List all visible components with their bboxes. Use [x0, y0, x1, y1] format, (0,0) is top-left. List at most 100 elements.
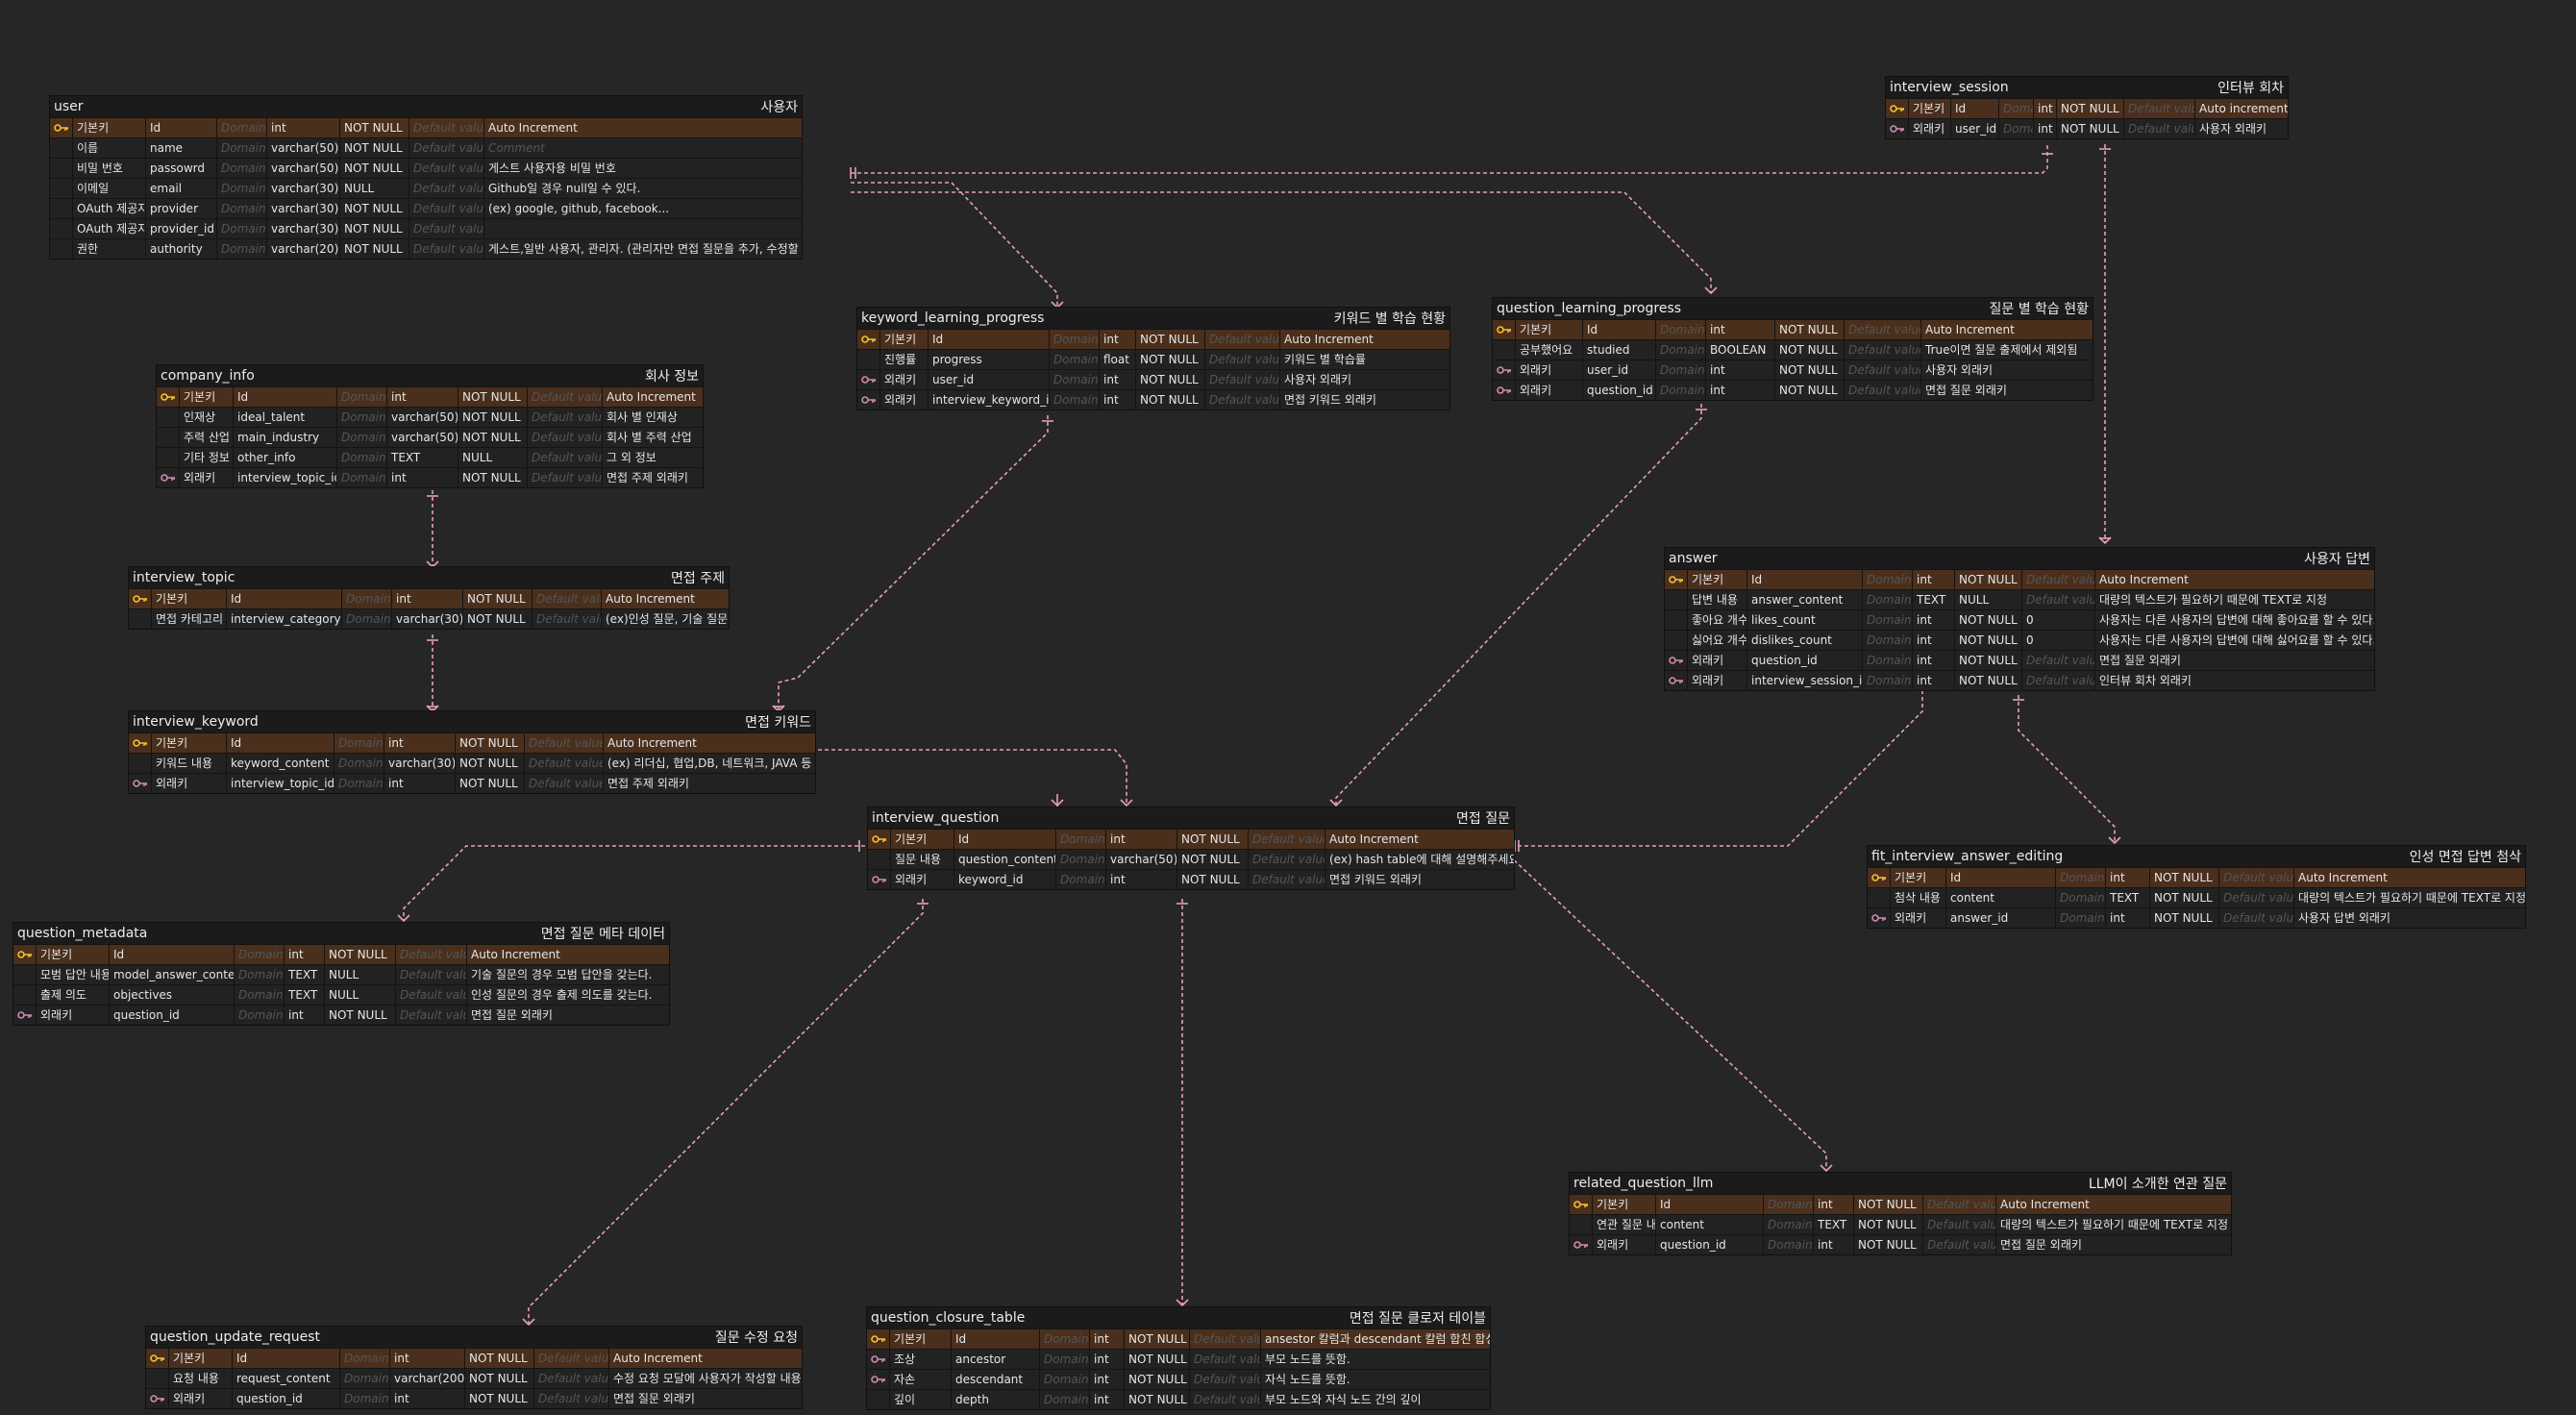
cell-domain: Domain: [1056, 870, 1106, 889]
cell-domain: Domain: [342, 589, 392, 608]
cell-physical: email: [146, 179, 217, 198]
cell-null: NOT NULL: [465, 1389, 534, 1408]
primary-key-icon: [157, 387, 180, 407]
cell-physical: model_answer_content: [110, 965, 235, 984]
cell-comment: 수정 요청 모달에 사용자가 작성할 내용: [613, 1372, 802, 1385]
column-row[interactable]: OAuth 제공자 idprovider_idDomainvarchar(30)…: [50, 218, 802, 238]
cell-logical: 외래키: [169, 1389, 233, 1408]
entity-name: question_metadata: [17, 926, 148, 941]
cell-domain: Domain: [340, 1369, 390, 1388]
cell-logical: 기본키: [73, 118, 146, 137]
cell-default: Default value: [396, 965, 467, 984]
cell-type: int: [1090, 1390, 1125, 1409]
cell-type: TEXT: [1814, 1215, 1854, 1234]
entity-label: 회사 정보: [645, 369, 699, 385]
cell-physical: question_id: [1747, 651, 1863, 670]
key-slot: [129, 609, 152, 629]
cell-physical: question_id: [110, 1005, 235, 1025]
cell-comment: Auto Increment: [1284, 333, 1374, 346]
key-slot: [157, 428, 180, 447]
cell-domain: Domain: [1764, 1215, 1814, 1234]
cell-logical: 외래키: [1891, 908, 1946, 928]
cell-comment: 대량의 텍스트가 필요하기 때문에 TEXT로 지정: [2298, 891, 2525, 905]
cell-default: Default value: [534, 1389, 609, 1408]
cell-domain: Domain: [1863, 671, 1913, 690]
primary-key-icon: [1868, 868, 1891, 887]
cell-domain: Domain: [235, 945, 285, 964]
cell-null: NOT NULL: [2057, 99, 2124, 118]
cell-type: int: [1090, 1329, 1125, 1349]
cell-default: Default value: [1845, 381, 1921, 400]
cell-null: NOT NULL: [456, 733, 525, 753]
cell-logical: 외래키: [1909, 119, 1951, 138]
